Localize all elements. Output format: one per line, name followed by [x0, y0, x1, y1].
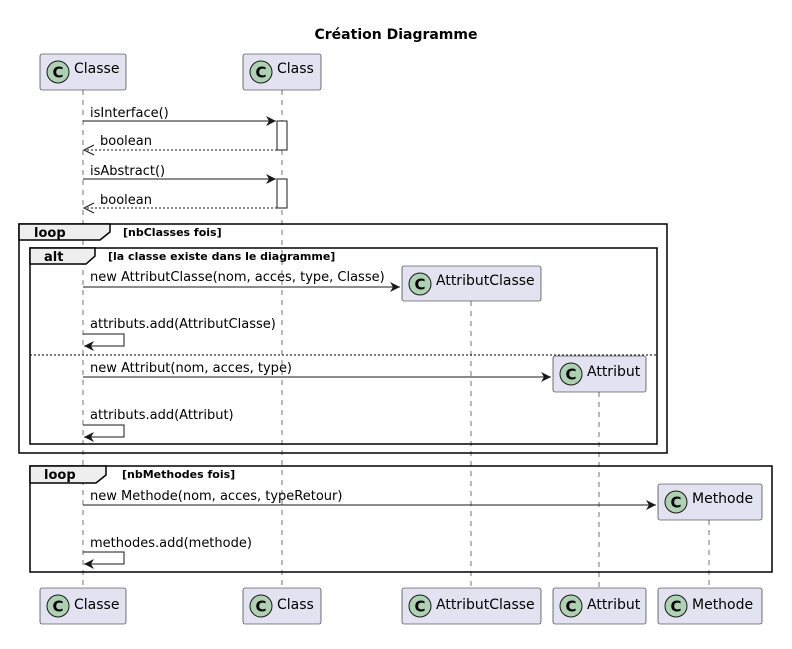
class-stereotype-icon: C: [559, 594, 583, 618]
class-stereotype-icon: C: [249, 594, 273, 618]
message-label: attributs.add(AttributClasse): [90, 317, 276, 332]
fragment-condition: [la classe existe dans le diagramme]: [108, 250, 335, 263]
participant-label: AttributClasse: [436, 597, 535, 613]
class-stereotype-icon: C: [408, 272, 432, 296]
participant-label: AttributClasse: [436, 273, 535, 289]
participant-label: Classe: [74, 61, 119, 77]
svg-text:C: C: [52, 64, 63, 82]
participant-label: Methode: [692, 597, 753, 613]
svg-text:C: C: [670, 494, 681, 512]
class-stereotype-icon: C: [664, 594, 688, 618]
participant-attributclasse-bottom[interactable]: C AttributClasse: [401, 587, 542, 625]
svg-text:C: C: [565, 598, 576, 616]
svg-text:C: C: [52, 598, 63, 616]
return-label: boolean: [100, 134, 152, 149]
activation-bar-isinterface: [276, 120, 288, 151]
participant-methode-created[interactable]: C Methode: [657, 483, 763, 521]
message-label: new Methode(nom, acces, typeRetour): [90, 489, 342, 504]
participant-attribut-bottom[interactable]: C Attribut: [552, 587, 647, 625]
return-label: boolean: [100, 193, 152, 208]
message-label: attributs.add(Attribut): [90, 408, 234, 423]
self-message-arrow: [83, 551, 125, 569]
return-arrow-head: [82, 202, 95, 214]
return-arrow-head: [82, 144, 95, 156]
participant-classe-top[interactable]: C Classe: [39, 53, 127, 91]
participant-attribut-created[interactable]: C Attribut: [552, 355, 647, 393]
diagram-title: Création Diagramme: [315, 27, 478, 43]
loop-fragment-methodes: loop [nbMethodes fois]: [29, 465, 773, 573]
loop-fragment-classes: loop [nbClasses fois]: [18, 223, 668, 454]
class-stereotype-icon: C: [46, 594, 70, 618]
self-message-arrow: [83, 333, 125, 351]
svg-text:C: C: [565, 366, 576, 384]
message-label: new Attribut(nom, acces, type): [90, 361, 292, 376]
message-label: methodes.add(methode): [90, 536, 252, 551]
class-stereotype-icon: C: [46, 60, 70, 84]
participant-classe-bottom[interactable]: C Classe: [39, 587, 127, 625]
class-stereotype-icon: C: [249, 60, 273, 84]
activation-bar-isabstract: [276, 178, 288, 209]
message-label: isInterface(): [90, 106, 169, 121]
participant-class-top[interactable]: C Class: [242, 53, 322, 91]
alt-fragment: alt [la classe existe dans le diagramme]: [29, 247, 658, 445]
message-label: new AttributClasse(nom, acces, type, Cla…: [90, 270, 385, 285]
class-stereotype-icon: C: [664, 490, 688, 514]
participant-label: Class: [277, 61, 314, 77]
svg-text:C: C: [255, 64, 266, 82]
participant-class-bottom[interactable]: C Class: [242, 587, 322, 625]
fragment-keyword: alt: [44, 250, 63, 265]
participant-label: Attribut: [587, 597, 641, 613]
class-stereotype-icon: C: [408, 594, 432, 618]
participant-attributclasse-created[interactable]: C AttributClasse: [401, 265, 542, 302]
svg-text:C: C: [414, 598, 425, 616]
participant-label: Classe: [74, 597, 119, 613]
participant-label: Methode: [692, 491, 753, 507]
message-label: isAbstract(): [90, 164, 165, 179]
fragment-keyword: loop: [44, 468, 76, 483]
svg-text:C: C: [414, 276, 425, 294]
svg-text:C: C: [670, 598, 681, 616]
participant-label: Class: [277, 597, 314, 613]
participant-methode-bottom[interactable]: C Methode: [657, 587, 763, 625]
class-stereotype-icon: C: [559, 362, 583, 386]
svg-text:C: C: [255, 598, 266, 616]
fragment-condition: [nbMethodes fois]: [122, 468, 235, 481]
participant-label: Attribut: [587, 364, 641, 380]
self-message-arrow: [83, 424, 125, 442]
fragment-keyword: loop: [34, 226, 66, 241]
fragment-condition: [nbClasses fois]: [123, 226, 222, 239]
